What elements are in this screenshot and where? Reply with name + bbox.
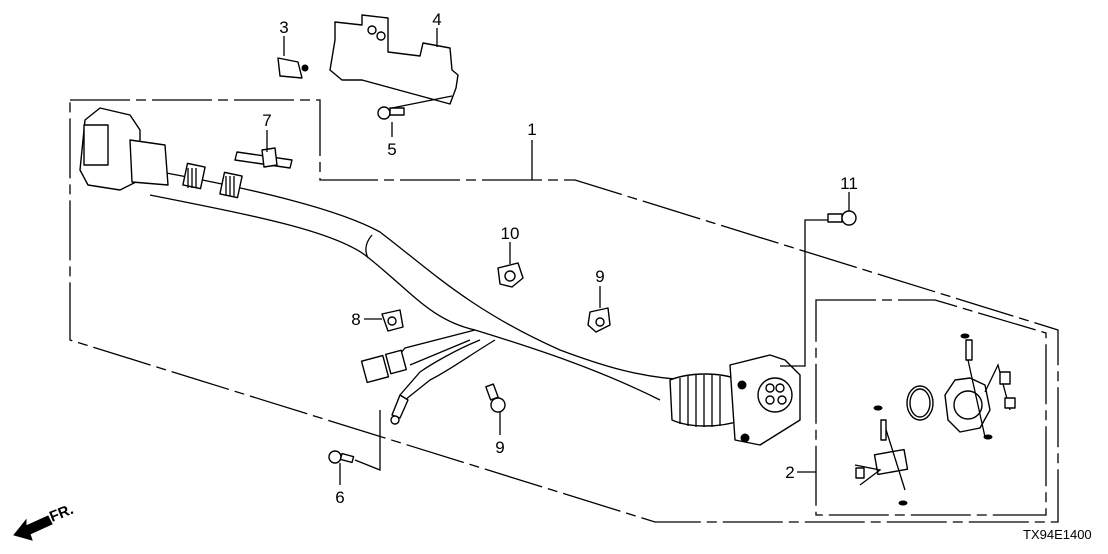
callout-1[interactable]: 1 (527, 120, 536, 139)
main-connector (79, 107, 243, 199)
callout-8[interactable]: 8 (351, 310, 360, 329)
part-2-lid-mechanism (854, 333, 1016, 506)
callout-10[interactable]: 10 (501, 224, 520, 243)
callout-9-lower[interactable]: 9 (495, 438, 504, 457)
drawing-code: TX94E1400 (1023, 527, 1092, 542)
part-9-clip-lower (485, 383, 506, 413)
callout-2[interactable]: 2 (785, 463, 794, 482)
ground-terminal (354, 394, 409, 471)
part-9-clip-upper (587, 307, 611, 333)
front-label: FR. (47, 501, 76, 526)
charging-inlet (669, 219, 830, 446)
callout-7[interactable]: 7 (262, 111, 271, 130)
callout-3[interactable]: 3 (279, 18, 288, 37)
callout-5[interactable]: 5 (387, 140, 396, 159)
harness-cable (149, 169, 691, 401)
part-5-bolt (377, 106, 405, 120)
arrow-left-icon (13, 515, 53, 541)
callout-9-upper[interactable]: 9 (595, 267, 604, 286)
callout-11[interactable]: 11 (840, 174, 858, 193)
part-11-bolt (827, 210, 857, 226)
callout-6[interactable]: 6 (335, 488, 344, 507)
assembly-2-boundary (815, 299, 1047, 516)
part-10-clip (497, 262, 524, 288)
front-direction-indicator: FR. (13, 501, 76, 541)
callout-4[interactable]: 4 (432, 10, 441, 29)
part-8-clip (381, 309, 404, 332)
assembly-1-boundary (69, 99, 1059, 523)
part-6-bolt (328, 450, 355, 464)
sub-connector (360, 349, 408, 384)
part-7-clip (234, 147, 293, 169)
leader-lines (266, 28, 850, 485)
part-3-clip (277, 57, 309, 79)
part-4-bracket (329, 14, 459, 109)
